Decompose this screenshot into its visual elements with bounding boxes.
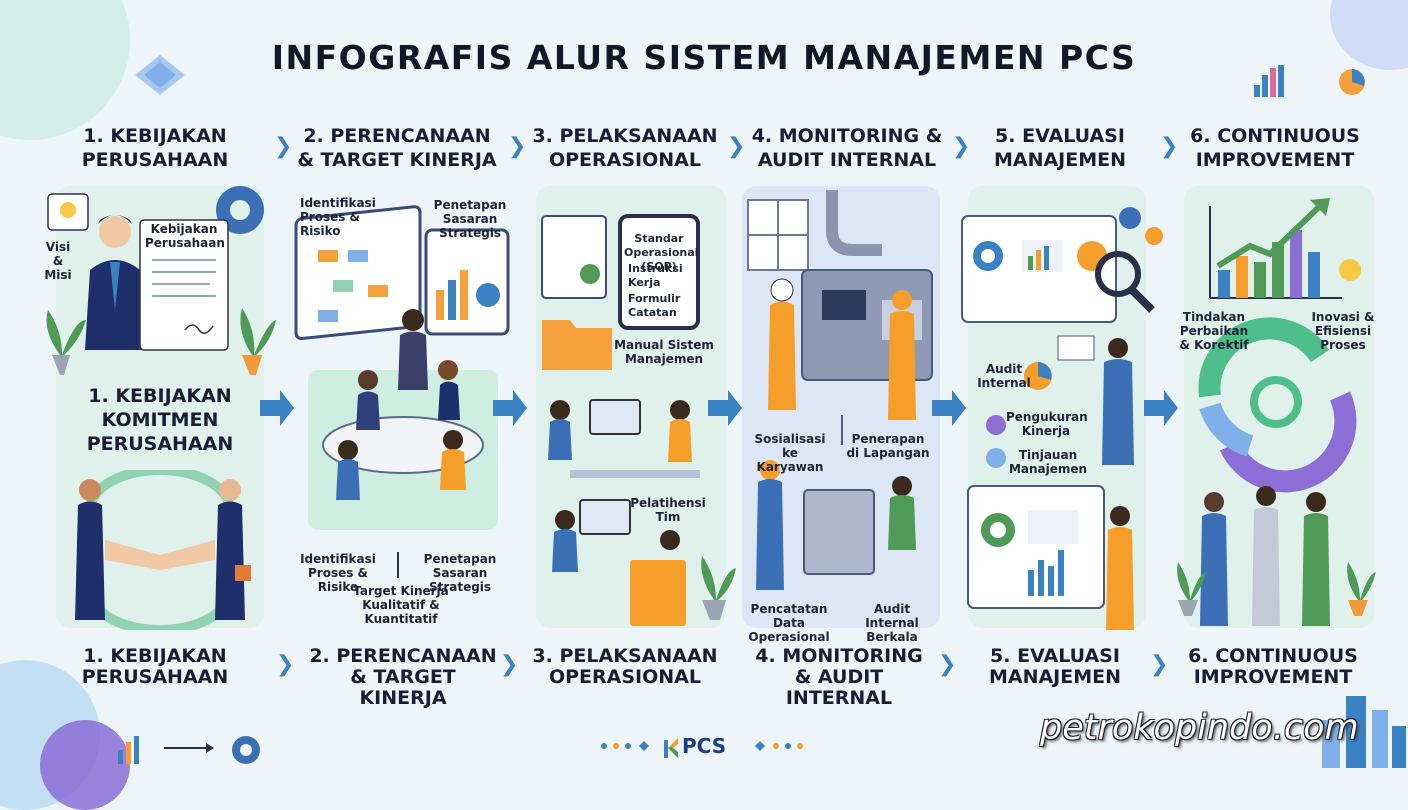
penerapan-label: Penerapan di Lapangan	[846, 432, 930, 460]
pengukuran-kinerja-label: Pengukuran Kinerja	[1006, 410, 1088, 438]
step-3-footer: 3. PELAKSANAAN OPERASIONAL	[520, 646, 730, 688]
kebijakan-komitmen-line1: 1. KEBIJAKAN	[88, 385, 232, 407]
sop-title-label: Standar Operasional (SOP)	[624, 232, 699, 273]
step-3-illustration	[541, 214, 736, 626]
step-6-footer: 6. CONTINUOUS IMPROVEMENT	[1168, 646, 1378, 688]
step-1-handshake-illustration	[75, 470, 251, 630]
sop-items-list: Instruksi Kerja Formulir Catatan	[628, 262, 694, 320]
visi-misi-label: Visi & Misi	[44, 240, 72, 282]
step-3-header-line1: 3. PELAKSANAAN	[532, 125, 718, 147]
pcs-logo-icon	[664, 738, 678, 758]
step-4-footer-line3: INTERNAL	[785, 687, 893, 709]
step-1-header-line2: PERUSAHAAN	[81, 149, 229, 171]
watermark-text: petrokopindo.com	[1040, 708, 1359, 748]
step-2-footer: 2. PERENCANAAN & TARGET KINERJA	[298, 646, 508, 709]
penetapan-top-label: Penetapan Sasaran Strategis	[433, 198, 507, 240]
step-4-header: 4. MONITORING & AUDIT INTERNAL	[742, 124, 952, 172]
label-divider	[397, 552, 399, 578]
step-4-footer-line2: & AUDIT	[794, 666, 884, 688]
tinjauan-manajemen-label: Tinjauan Manajemen	[1008, 448, 1088, 476]
chevron-right-icon: ❯	[500, 652, 519, 677]
chevron-right-icon: ❯	[274, 134, 293, 159]
step-6-footer-line1: 6. CONTINUOUS	[1188, 645, 1358, 667]
sop-item-formulir: Formulir Catatan	[628, 292, 681, 319]
step-5-footer-line2: MANAJEMEN	[988, 666, 1122, 688]
penetapan-bottom-label: Penetapan Sasaran Strategis	[423, 552, 497, 594]
kebijakan-komitmen-label: 1. KEBIJAKAN KOMITMEN PERUSAHAAN	[60, 384, 260, 456]
step-5-footer: 5. EVALUASI MANAJEMEN	[950, 646, 1160, 688]
step-5-footer-line1: 5. EVALUASI	[990, 645, 1120, 667]
step-4-footer-line1: 4. MONITORING	[755, 645, 923, 667]
flow-arrow-right-icon	[708, 390, 742, 426]
tindakan-perbaikan-label: Tindakan Perbaikan & Korektif	[1179, 310, 1249, 352]
step-3-header-line2: OPERASIONAL	[548, 149, 701, 171]
audit-internal-label: Audit Internal	[977, 362, 1031, 390]
manual-sistem-label: Manual Sistem Manajemen	[614, 338, 714, 366]
step-2-illustration	[294, 205, 510, 530]
kebijakan-komitmen-line2: KOMITMEN	[101, 409, 219, 431]
kebijakan-komitmen-line3: PERUSAHAAN	[86, 433, 234, 455]
inovasi-efisiensi-label: Inovasi & Efisiensi Proses	[1311, 310, 1375, 352]
deco-footer-dots-right	[755, 741, 803, 751]
chevron-right-icon: ❯	[1150, 652, 1169, 677]
pelatihan-tim-label: Pelatihensi Tim	[630, 496, 706, 524]
step-6-header-line1: 6. CONTINUOUS	[1190, 125, 1360, 147]
step-3-header: 3. PELAKSANAAN OPERASIONAL	[520, 124, 730, 172]
identifikasi-bottom-label: Identifikasi Proses & Risiko	[300, 552, 376, 594]
chevron-right-icon: ❯	[952, 134, 971, 159]
page-title: INFOGRAFIS ALUR SISTEM MANAJEMEN PCS	[271, 38, 1137, 77]
step-1-footer-line2: PERUSAHAAN	[81, 666, 229, 688]
identifikasi-top-label: Identifikasi Proses & Risiko	[300, 196, 376, 238]
step-6-header-line2: IMPROVEMENT	[1195, 149, 1355, 171]
step-1-illustration-top	[46, 186, 276, 375]
step-1-footer-line1: 1. KEBIJAKAN	[83, 645, 227, 667]
flow-arrow-right-icon	[1144, 390, 1178, 426]
chevron-right-icon: ❯	[938, 652, 957, 677]
step-2-header-line2: & TARGET KINERJA	[297, 149, 497, 171]
deco-top-left-diamond	[135, 55, 185, 95]
sop-item-instruksi: Instruksi Kerja	[628, 262, 683, 289]
step-4-illustration	[747, 190, 933, 590]
kebijakan-document-title: Kebijakan Perusahaan	[145, 222, 225, 250]
step-2-header: 2. PERENCANAAN & TARGET KINERJA	[292, 124, 502, 172]
step-2-footer-line3: KINERJA	[359, 687, 447, 709]
audit-berkala-label: Audit Internal Berkala	[865, 602, 919, 644]
step-2-footer-line1: 2. PERENCANAAN	[309, 645, 497, 667]
deco-top-right-chart-icon	[1254, 65, 1365, 97]
chevron-right-icon: ❯	[727, 134, 746, 159]
step-5-illustration	[961, 207, 1163, 630]
flow-arrow-right-icon	[932, 390, 966, 426]
step-4-header-line1: 4. MONITORING &	[751, 125, 943, 147]
step-3-footer-line1: 3. PELAKSANAAN	[532, 645, 718, 667]
pencatatan-label: Pencatatan Data Operasional	[748, 602, 830, 644]
step-4-header-line2: AUDIT INTERNAL	[757, 149, 937, 171]
step-5-header-line1: 5. EVALUASI	[995, 125, 1125, 147]
step-2-footer-line2: & TARGET	[350, 666, 456, 688]
step-4-footer: 4. MONITORING & AUDIT INTERNAL	[734, 646, 944, 709]
step-1-footer: 1. KEBIJAKAN PERUSAHAAN	[50, 646, 260, 688]
step-3-footer-line2: OPERASIONAL	[548, 666, 701, 688]
flow-arrow-right-icon	[493, 390, 527, 426]
chevron-right-icon: ❯	[276, 652, 295, 677]
flow-arrow-right-icon	[260, 390, 294, 426]
chevron-right-icon: ❯	[1160, 134, 1179, 159]
step-6-header: 6. CONTINUOUS IMPROVEMENT	[1170, 124, 1380, 172]
step-6-footer-line2: IMPROVEMENT	[1193, 666, 1353, 688]
deco-bottom-left-chart-icon	[118, 736, 260, 764]
step-1-header-line1: 1. KEBIJAKAN	[83, 125, 227, 147]
step-2-header-line1: 2. PERENCANAAN	[303, 125, 491, 147]
step-5-header-line2: MANAJEMEN	[993, 149, 1127, 171]
deco-footer-dots-left	[601, 741, 649, 751]
sosialisasi-label: Sosialisasi ke Karyawan	[754, 432, 826, 474]
step-5-header: 5. EVALUASI MANAJEMEN	[955, 124, 1165, 172]
deco-bottom-right-buildings	[1322, 696, 1406, 768]
footer-logo-text: PCS	[682, 734, 727, 758]
step-6-illustration	[1177, 198, 1376, 626]
step-1-header: 1. KEBIJAKAN PERUSAHAAN	[50, 124, 260, 172]
chevron-right-icon: ❯	[508, 134, 527, 159]
target-kinerja-label: Target Kinerja Kualitatif & Kuantitatif	[353, 584, 449, 626]
